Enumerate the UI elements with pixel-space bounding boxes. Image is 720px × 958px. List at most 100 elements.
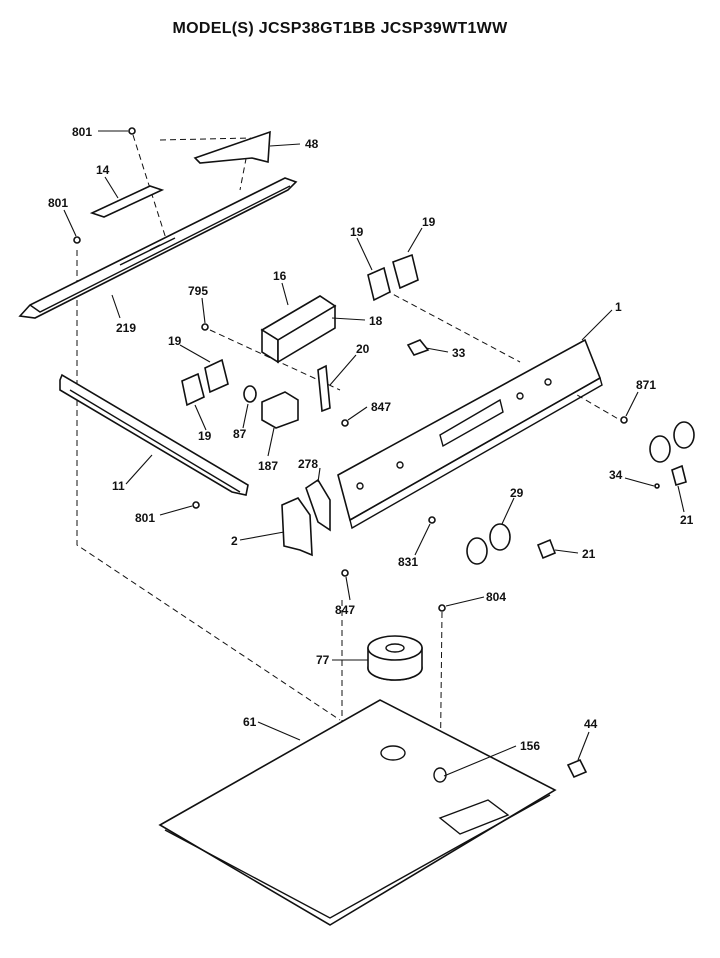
part-187 — [261, 391, 299, 429]
leader-1 — [581, 309, 613, 341]
label-34: 34 — [609, 468, 623, 482]
part-87 — [243, 385, 257, 403]
base-pan-61 — [158, 699, 557, 926]
label-1: 1 — [615, 300, 622, 314]
label-19d: 19 — [198, 429, 212, 443]
label-87: 87 — [233, 427, 247, 441]
label-19c: 19 — [168, 334, 182, 348]
knobs-29-front — [466, 421, 695, 565]
motor-77 — [367, 635, 423, 681]
leader-847b — [345, 576, 351, 601]
switch-19-right-2 — [392, 253, 419, 290]
bracket-20 — [317, 364, 331, 413]
top-channel-part — [18, 177, 298, 319]
label-847a: 847 — [371, 400, 391, 414]
control-panel-part — [337, 338, 603, 530]
label-847b: 847 — [335, 603, 355, 617]
label-21b: 21 — [680, 513, 694, 527]
switch-19-right-1 — [367, 266, 391, 302]
screw-871 — [620, 416, 628, 424]
screw-847-b — [341, 569, 349, 577]
leader-804 — [445, 596, 485, 607]
label-2: 2 — [231, 534, 238, 548]
label-795: 795 — [188, 284, 208, 298]
leader-11 — [125, 454, 153, 485]
bracket-278 — [305, 478, 331, 532]
leader-795 — [201, 297, 206, 324]
label-801-left: 801 — [48, 196, 68, 210]
leader-33 — [425, 347, 449, 353]
screw-801-top — [128, 127, 136, 135]
diagram-title: MODEL(S) JCSP38GT1BB JCSP39WT1WW — [172, 20, 508, 37]
label-33: 33 — [452, 346, 466, 360]
leader-801-mid — [159, 505, 193, 516]
leader-278 — [317, 467, 321, 483]
label-278: 278 — [298, 457, 318, 471]
screw-804 — [438, 604, 446, 612]
guide-line-top-2 — [159, 137, 251, 191]
label-19b: 19 — [422, 215, 436, 229]
screw-801-mid — [192, 501, 200, 509]
label-21a: 21 — [582, 547, 596, 561]
screw-795 — [201, 323, 209, 331]
part-48 — [193, 130, 271, 164]
left-rail-part — [59, 373, 249, 496]
leader-847a — [347, 406, 368, 421]
label-156: 156 — [520, 739, 540, 753]
leader-21b — [677, 485, 685, 513]
leader-187 — [267, 427, 275, 457]
leader-156 — [443, 745, 517, 777]
label-187: 187 — [258, 459, 278, 473]
label-11: 11 — [112, 479, 125, 493]
label-77: 77 — [316, 653, 330, 667]
bracket-2 — [281, 497, 313, 557]
guide-line-switch — [384, 289, 521, 363]
label-219: 219 — [116, 321, 136, 335]
screw-34 — [654, 483, 660, 489]
leader-48 — [269, 143, 301, 147]
label-871: 871 — [636, 378, 656, 392]
leader-831 — [414, 523, 431, 556]
label-801-top: 801 — [72, 125, 92, 139]
label-44: 44 — [584, 717, 598, 731]
label-831: 831 — [398, 555, 418, 569]
switch-19-left-1 — [204, 358, 229, 394]
label-20: 20 — [356, 342, 370, 356]
screw-801-left — [73, 236, 81, 244]
leader-20 — [329, 354, 357, 386]
guide-line-left — [76, 250, 341, 721]
part-14 — [89, 185, 165, 218]
clip-44 — [566, 758, 588, 779]
leader-44 — [577, 731, 590, 761]
label-14: 14 — [96, 163, 110, 177]
leader-19a — [356, 237, 373, 271]
switch-19-left-2 — [181, 372, 205, 407]
label-18: 18 — [369, 314, 383, 328]
part-21-right — [671, 464, 687, 487]
label-61: 61 — [243, 715, 257, 729]
screw-847-a — [341, 419, 349, 427]
leader-871 — [625, 391, 639, 417]
leader-87 — [242, 403, 249, 429]
leader-34 — [624, 477, 655, 487]
label-19a: 19 — [350, 225, 364, 239]
label-801-mid: 801 — [135, 511, 155, 525]
leader-801-left — [63, 209, 77, 237]
leader-18 — [331, 317, 366, 321]
label-804: 804 — [486, 590, 506, 604]
leader-19d — [194, 404, 207, 431]
leader-16 — [281, 282, 289, 306]
display-board-part — [260, 295, 337, 364]
leader-29 — [501, 497, 515, 525]
label-48: 48 — [305, 137, 319, 151]
screw-831 — [428, 516, 436, 524]
label-29: 29 — [510, 486, 524, 500]
label-16: 16 — [273, 269, 287, 283]
leader-19b — [407, 227, 423, 253]
leader-19c — [179, 344, 211, 363]
leader-61 — [257, 721, 301, 741]
leader-219 — [111, 294, 121, 319]
part-21-front — [536, 538, 557, 560]
part-33 — [406, 339, 430, 356]
